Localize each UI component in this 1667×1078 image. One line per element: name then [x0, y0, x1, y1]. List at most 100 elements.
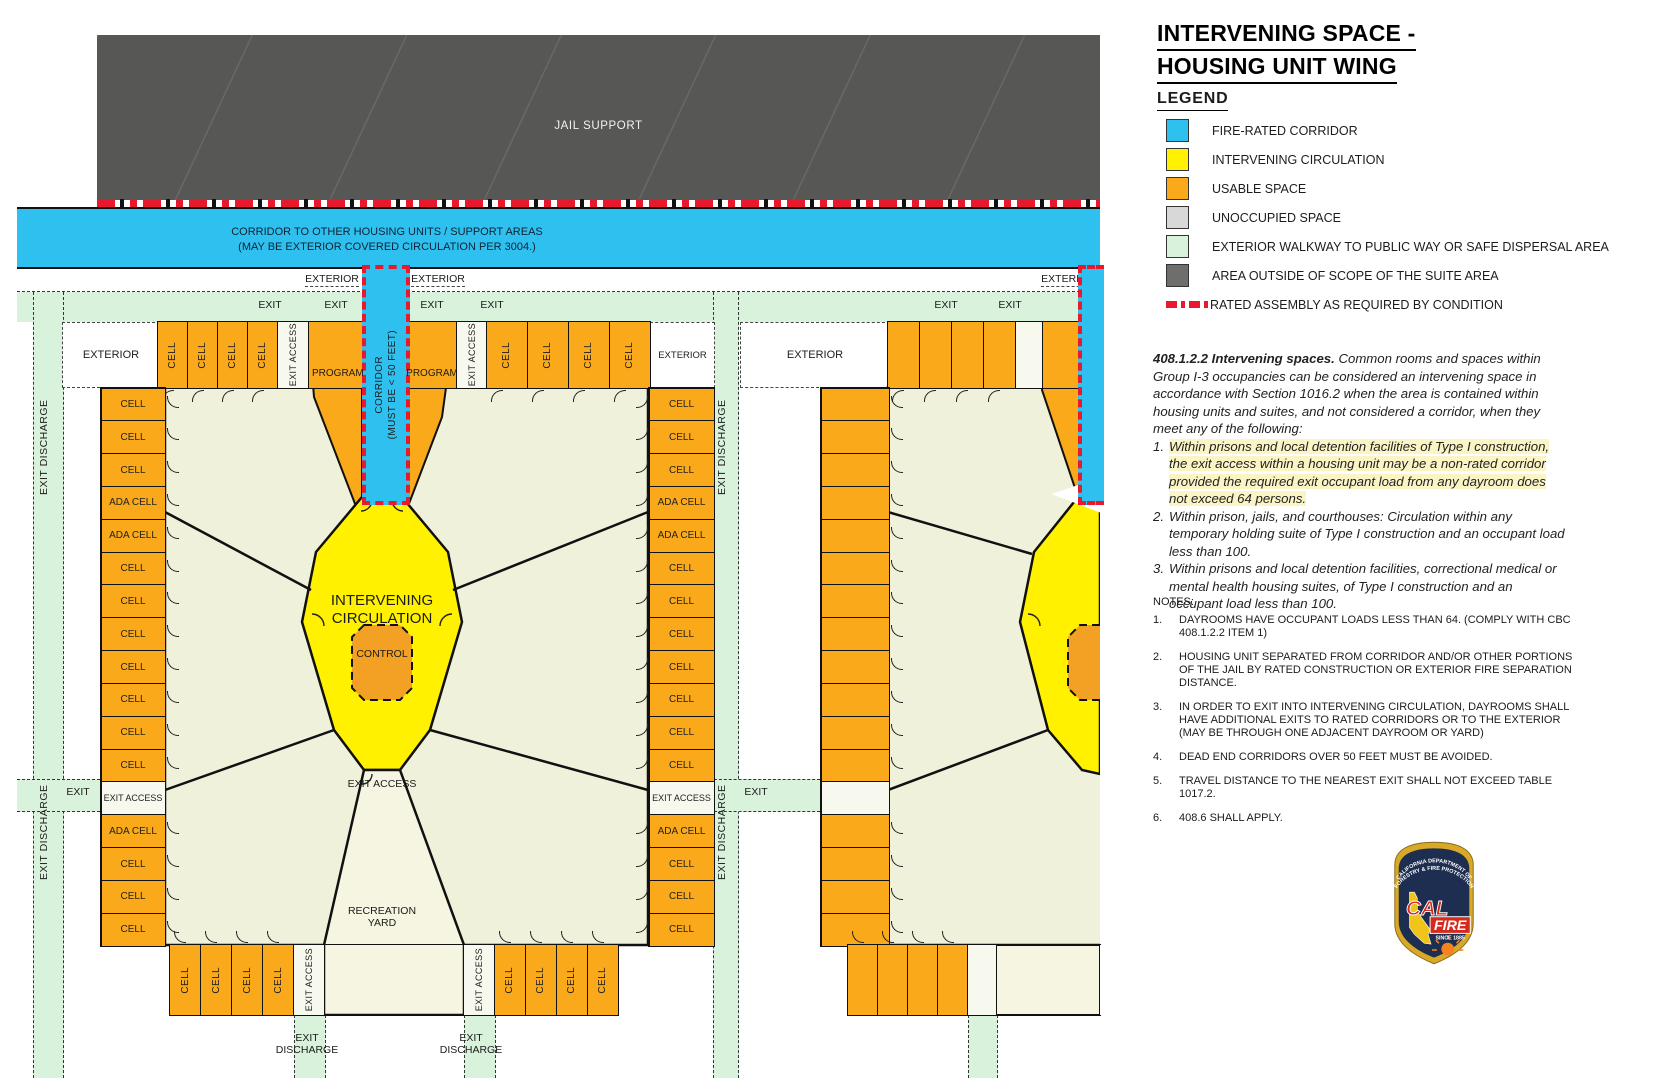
cell	[983, 321, 1017, 402]
logo-since-text: SINCE 1885	[1435, 936, 1464, 942]
cell	[820, 387, 903, 422]
cal-fire-logo: CALIFORNIA DEPARTMENT OF FORESTRY & FIRE…	[1394, 841, 1474, 965]
right-top-cell-group	[887, 321, 1017, 402]
legend-item: AREA OUTSIDE OF SCOPE OF THE SUITE AREA	[1166, 264, 1609, 287]
exit-discharge-label-bottom-1: EXIT DISCHARGE	[275, 1032, 339, 1057]
code-item-text: Within prison, jails, and courthouses: C…	[1169, 508, 1565, 559]
cell	[847, 931, 879, 1016]
exit-label-5: EXIT	[934, 299, 958, 311]
cell: CELL	[100, 715, 179, 750]
cell: ADA CELL	[635, 485, 715, 520]
exit-discharge-label-mid-2: EXIT DISCHARGE	[716, 784, 728, 881]
cell: CELL	[100, 584, 179, 619]
legend-swatch	[1166, 301, 1210, 308]
legend-item: FIRE-RATED CORRIDOR	[1166, 119, 1609, 142]
code-item-text: Within prisons and local detention facil…	[1169, 561, 1557, 611]
cell: CELL	[100, 748, 179, 783]
cell	[820, 485, 903, 520]
exit-discharge-strip-bottom-1	[294, 1015, 326, 1078]
note-number: 6.	[1153, 812, 1163, 824]
legend-swatch	[1166, 177, 1189, 200]
note-number: 3.	[1153, 701, 1163, 713]
vertical-corridor-left-unit: CORRIDOR (MUST BE < 50 FEET)	[362, 265, 410, 505]
cell	[820, 420, 903, 455]
exit-access-top-left: EXIT ACCESS	[277, 321, 310, 389]
legend-item-label: INTERVENING CIRCULATION	[1212, 152, 1385, 167]
cell: ADA CELL	[100, 814, 179, 849]
cell	[820, 584, 903, 619]
legend-item-label: EXTERIOR WALKWAY TO PUBLIC WAY OR SAFE D…	[1212, 239, 1609, 254]
cell	[820, 748, 903, 783]
note-number: 4.	[1153, 751, 1163, 763]
title-line-2: HOUSING UNIT WING	[1157, 51, 1397, 84]
exterior-label-2: EXTERIOR	[406, 273, 470, 288]
cell: CELL	[100, 420, 179, 455]
exterior-corner-left: EXTERIOR	[62, 322, 160, 388]
cell: CELL	[100, 387, 179, 422]
door-arc	[311, 613, 325, 627]
cell: CELL	[493, 931, 526, 1016]
door-arc	[361, 773, 373, 785]
cell: CELL	[635, 912, 715, 947]
corridor-vertical-label-1: CORRIDOR	[374, 356, 385, 414]
cell	[820, 781, 890, 816]
cell: CELL	[567, 321, 610, 402]
corridor-band-line1: CORRIDOR TO OTHER HOUSING UNITS / SUPPOR…	[231, 226, 543, 238]
code-intro-text: Common rooms and spaces within Group I-3…	[1153, 351, 1541, 436]
exit-access-bottom-right: EXIT ACCESS	[463, 944, 496, 1016]
cell: CELL	[555, 931, 588, 1016]
exit-discharge-label-left-2: EXIT DISCHARGE	[38, 784, 50, 881]
notes-list: 1. DAYROOMS HAVE OCCUPANT LOADS LESS THA…	[1153, 614, 1577, 825]
note-item: 2. HOUSING UNIT SEPARATED FROM CORRIDOR …	[1153, 651, 1577, 690]
exit-strip-left	[17, 779, 100, 812]
notes-heading: NOTES:	[1153, 596, 1194, 608]
exit-label-strip-mid-2: EXIT	[744, 786, 768, 798]
legend-item-label: FIRE-RATED CORRIDOR	[1212, 123, 1358, 138]
control-label: CONTROL	[356, 648, 408, 660]
legend-heading: LEGEND	[1157, 90, 1229, 111]
exit-discharge-label-mid-1: EXIT DISCHARGE	[716, 399, 728, 496]
logo-fire-text: FIRE	[1434, 918, 1467, 934]
exit-discharge-strip-bottom-3	[968, 1015, 998, 1078]
cell: CELL	[100, 650, 179, 684]
exterior-label-1: EXTERIOR	[300, 273, 364, 288]
right-bottom-cell-group	[847, 931, 969, 1016]
cell: CELL	[527, 321, 570, 402]
note-number: 1.	[1153, 614, 1163, 626]
cell: CELL	[217, 321, 249, 402]
exterior-corner-right-unit: EXTERIOR	[740, 322, 890, 388]
note-text: DAYROOMS HAVE OCCUPANT LOADS LESS THAN 6…	[1179, 614, 1571, 639]
cell: CELL	[247, 321, 279, 402]
cell: CELL	[262, 931, 295, 1016]
cell	[820, 814, 903, 849]
jail-support-area: JAIL SUPPORT	[97, 35, 1100, 200]
note-number: 5.	[1153, 775, 1163, 787]
note-item: 6. 408.6 SHALL APPLY.	[1153, 812, 1577, 825]
cell: CELL	[635, 847, 715, 881]
program-label-left: PROGRAM	[312, 368, 364, 379]
cell: CELL	[100, 551, 179, 586]
cell	[919, 321, 953, 402]
note-text: HOUSING UNIT SEPARATED FROM CORRIDOR AND…	[1179, 651, 1573, 689]
door-arc	[439, 613, 453, 627]
legend-item-label: UNOCCUPIED SPACE	[1212, 210, 1341, 225]
corridor-band-label: CORRIDOR TO OTHER HOUSING UNITS / SUPPOR…	[17, 225, 757, 255]
cell: CELL	[231, 931, 264, 1016]
cell	[820, 912, 903, 947]
legend-item: EXTERIOR WALKWAY TO PUBLIC WAY OR SAFE D…	[1166, 235, 1609, 258]
code-intro: 408.1.2.2 Intervening spaces. Common roo…	[1153, 350, 1565, 438]
jail-support-label: JAIL SUPPORT	[554, 120, 643, 132]
cell: CELL	[635, 748, 715, 783]
cell: CELL	[586, 931, 619, 1016]
code-heading: 408.1.2.2 Intervening spaces.	[1153, 351, 1335, 366]
note-item: 5. TRAVEL DISTANCE TO THE NEAREST EXIT S…	[1153, 775, 1577, 801]
legend-item-label: AREA OUTSIDE OF SCOPE OF THE SUITE AREA	[1212, 268, 1499, 283]
exit-access-wedge-label: EXIT ACCESS	[347, 778, 417, 790]
cell: CELL	[635, 617, 715, 652]
cell: CELL	[187, 321, 219, 402]
cell: CELL	[635, 650, 715, 684]
